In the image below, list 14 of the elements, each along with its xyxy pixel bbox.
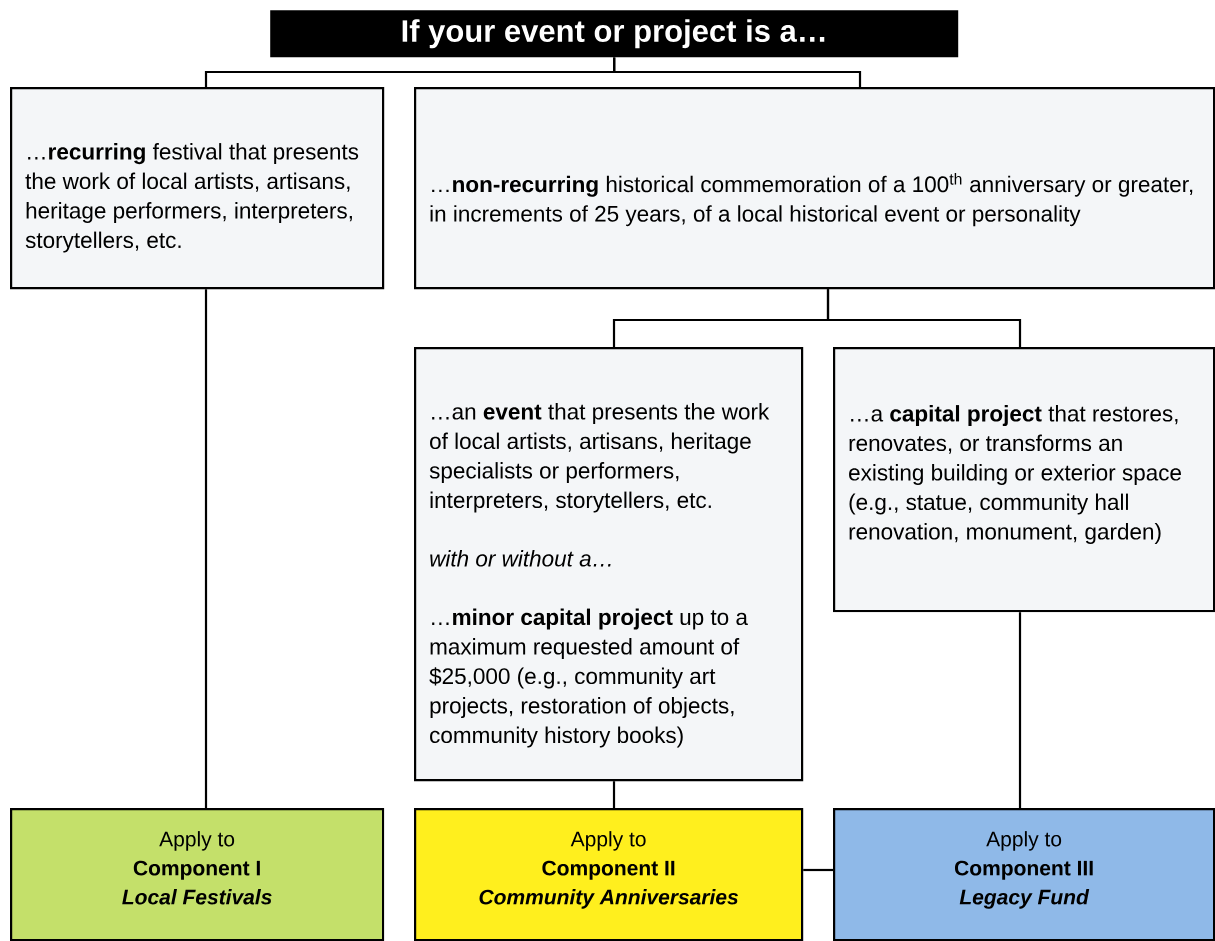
connector-line xyxy=(1018,612,1022,808)
connector-line xyxy=(612,781,616,808)
decision-box: …non-recurring historical commemoration of a 100$^{th}$ anniversary or greater, in increments of 25 years, of a local historical event or personality xyxy=(414,87,1215,290)
decision-box: …recurring festival that presents the work of local artists, artisans, heritage performers, interpreters, storytellers, etc. xyxy=(10,87,385,290)
outcome-box: Apply to Component I Local Festivals xyxy=(10,808,385,941)
connector-line xyxy=(803,868,833,872)
connector-line xyxy=(826,289,1022,347)
decision-box: …an event that presents the work of local artists, artisans, heritage specialists or performers, interpreters, storytellers, etc. with or without a… …minor capital project up to a maximum requested amount of $25,000 (e.g., community art projects, restoration of objects, community history books) xyxy=(414,347,804,782)
connector-line xyxy=(613,57,862,87)
title-bar: If your event or project is a… xyxy=(270,10,959,58)
outcome-box: Apply to Component II Community Anniversaries xyxy=(414,808,804,941)
outcome-box: Apply to Component III Legacy Fund xyxy=(833,808,1215,941)
connector-line xyxy=(204,289,208,808)
decision-box: …a capital project that restores, renovates, or transforms an existing building or exterior space (e.g., statue, community hall renovation, monument, garden) xyxy=(833,347,1215,613)
